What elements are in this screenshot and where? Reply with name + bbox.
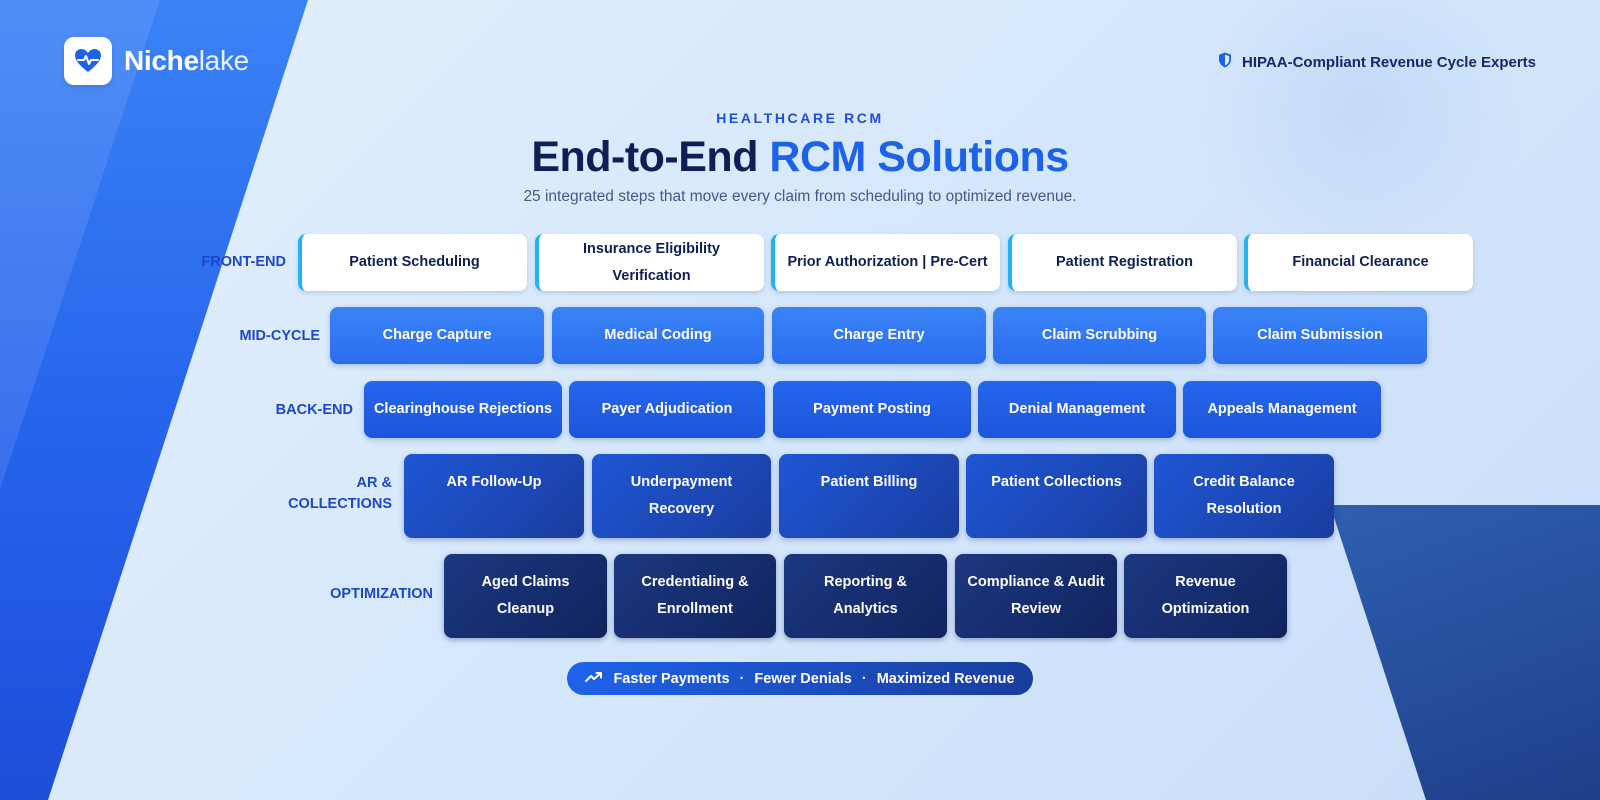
- shield-icon: [1218, 52, 1232, 72]
- step-card[interactable]: Patient Collections: [966, 454, 1147, 538]
- step-card[interactable]: Reporting & Analytics: [784, 554, 947, 638]
- step-card[interactable]: Patient Billing: [779, 454, 959, 538]
- step-card[interactable]: AR Follow-Up: [404, 454, 584, 538]
- heart-pulse-icon: [64, 37, 112, 85]
- benefit-item: Fewer Denials: [754, 670, 852, 687]
- step-card[interactable]: Charge Capture: [330, 307, 544, 364]
- hipaa-badge-text: HIPAA-Compliant Revenue Cycle Experts: [1242, 53, 1536, 71]
- step-card[interactable]: Underpayment Recovery: [592, 454, 771, 538]
- brand-name-light: lake: [198, 45, 249, 76]
- stage-label-mid-cycle: MID-CYCLE: [239, 328, 320, 344]
- hipaa-badge: HIPAA-Compliant Revenue Cycle Experts: [1218, 52, 1536, 72]
- step-card[interactable]: Aged Claims Cleanup: [444, 554, 607, 638]
- page-title: End-to-End RCM Solutions: [0, 133, 1600, 182]
- step-card[interactable]: Appeals Management: [1183, 381, 1381, 438]
- top-right-glow: [1180, 0, 1540, 260]
- step-card[interactable]: Charge Entry: [772, 307, 986, 364]
- step-card[interactable]: Patient Scheduling: [298, 234, 527, 291]
- section-eyebrow: HEALTHCARE RCM: [716, 110, 884, 126]
- benefit-item: Faster Payments: [613, 670, 730, 687]
- step-card[interactable]: Denial Management: [978, 381, 1176, 438]
- benefit-separator: ·: [739, 670, 745, 687]
- title-accent: RCM Solutions: [769, 133, 1069, 181]
- stage-label-line: COLLECTIONS: [288, 496, 392, 512]
- brand-name-bold: Niche: [124, 45, 199, 76]
- step-card[interactable]: Compliance & Audit Review: [955, 554, 1117, 638]
- stage-label-front-end: FRONT-END: [201, 254, 286, 270]
- benefits-pill: Faster Payments · Fewer Denials · Maximi…: [567, 662, 1033, 695]
- trending-up-icon: [585, 671, 603, 687]
- step-card[interactable]: Patient Registration: [1008, 234, 1237, 291]
- stage-label-back-end: BACK-END: [275, 402, 353, 418]
- stage-label-line: AR &: [356, 475, 392, 491]
- title-main: End-to-End: [531, 133, 770, 181]
- benefit-separator: ·: [861, 670, 867, 687]
- step-card[interactable]: Insurance Eligibility Verification: [535, 234, 764, 291]
- step-card[interactable]: Claim Submission: [1213, 307, 1427, 364]
- brand-logo[interactable]: Nichelake: [64, 37, 249, 85]
- benefit-item: Maximized Revenue: [876, 670, 1015, 687]
- step-card[interactable]: Medical Coding: [552, 307, 764, 364]
- stage-label-ar-collections: AR & COLLECTIONS: [262, 473, 392, 515]
- step-card[interactable]: Payment Posting: [773, 381, 971, 438]
- brand-name: Nichelake: [124, 45, 249, 77]
- step-card[interactable]: Prior Authorization | Pre-Cert: [771, 234, 1000, 291]
- stage-label-optimization: OPTIMIZATION: [330, 586, 433, 602]
- step-card[interactable]: Revenue Optimization: [1124, 554, 1287, 638]
- step-card[interactable]: Payer Adjudication: [569, 381, 765, 438]
- page-subtitle: 25 integrated steps that move every clai…: [523, 188, 1077, 205]
- step-card[interactable]: Claim Scrubbing: [993, 307, 1206, 364]
- bottom-right-shape: [1330, 505, 1600, 800]
- step-card[interactable]: Credit Balance Resolution: [1154, 454, 1334, 538]
- step-card[interactable]: Credentialing & Enrollment: [614, 554, 776, 638]
- step-card[interactable]: Financial Clearance: [1244, 234, 1473, 291]
- step-card[interactable]: Clearinghouse Rejections: [364, 381, 562, 438]
